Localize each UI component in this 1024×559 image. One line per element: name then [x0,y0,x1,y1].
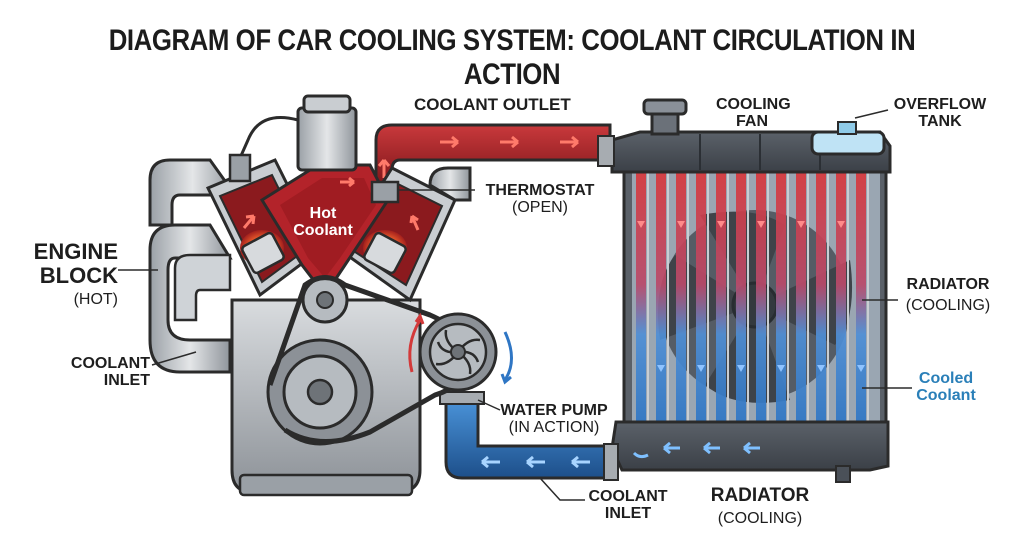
outlet-flow-arrows [377,135,579,178]
radiator-flow-arrows [637,221,845,228]
engine-block-line2: BLOCK [39,262,118,288]
cooled-coolant-line2: Coolant [916,387,976,405]
engine-block-line1: ENGINE [33,239,118,264]
sensor-wire [228,116,299,183]
cooling-fan-label: COOLING FAN [716,96,791,131]
coolant-inlet-bottom-line2: INLET [604,505,652,523]
overflow-tank-line2: TANK [918,113,962,131]
cooling-fan-line2: FAN [736,113,768,131]
overflow-tank-label: OVERFLOW TANK [892,96,988,131]
coolant-inlet-bottom-line1: COOLANT [588,488,668,505]
engine-block-label: ENGINE BLOCK (HOT) [22,240,118,308]
radiator [610,98,892,483]
water-pump-label: WATER PUMP (IN ACTION) [496,402,612,437]
inlet-flow-arrows [481,455,590,469]
coolant-inlet-bottom-label: COOLANT INLET [584,488,672,523]
water-pump-text: WATER PUMP [500,402,608,419]
water-pump [408,312,513,392]
radiator-tubes [636,172,869,422]
overflow-tank-line1: OVERFLOW [893,96,987,113]
thermostat-text: THERMOSTAT [485,182,595,199]
radiator-right-state: (COOLING) [905,297,991,315]
coolant-outlet-text: COOLANT OUTLET [414,95,571,114]
coolant-inlet-left-line2: INLET [103,372,150,390]
radiator-right-text: RADIATOR [906,276,990,293]
hot-coolant-line1: Hot [309,205,337,222]
pump-rotation-arrows [408,312,513,385]
water-pump-state: (IN ACTION) [508,419,600,437]
thermostat-state: (OPEN) [512,199,568,217]
radiator-bottom-label: RADIATOR (COOLING) [700,485,820,527]
leader-lines [118,109,912,501]
cooled-coolant-label: Cooled Coolant [910,370,982,405]
coolant-inlet-left-line1: COOLANT [70,355,150,372]
coolant-inlet-hose [439,391,619,481]
right-cylinder-bank [337,166,472,303]
thermostat-housing [296,94,400,204]
radiator-right-label: RADIATOR (COOLING) [898,276,998,315]
radiator-bottom-state: (COOLING) [717,509,803,527]
left-cylinder-bank [205,158,322,298]
overflow-tank [810,121,886,156]
crankshaft-pulley [266,276,374,446]
coolant-inlet-left-label: COOLANT INLET [58,355,150,390]
hot-coolant-line2: Coolant [293,222,353,240]
radiator-cap [642,98,688,136]
thermostat-label: THERMOSTAT (OPEN) [480,182,600,217]
bottom-tank-arrows [632,441,760,459]
coolant-outlet-label: COOLANT OUTLET [414,95,571,114]
cooled-coolant-line1: Cooled [918,370,974,387]
engine-block [148,94,513,497]
hot-coolant-label: Hot Coolant [283,205,363,240]
engine-flow-arrows [242,176,420,231]
engine-block-state: (HOT) [73,290,118,308]
diagram-title: DIAGRAM OF CAR COOLING SYSTEM: COOLANT C… [108,24,916,91]
cooling-fan-line1: COOLING [716,96,791,113]
radiator-bottom-tank [610,420,890,483]
coolant-outlet-hose [374,123,615,187]
radiator-bottom-text: RADIATOR [710,485,810,506]
intake-manifold [148,158,238,374]
